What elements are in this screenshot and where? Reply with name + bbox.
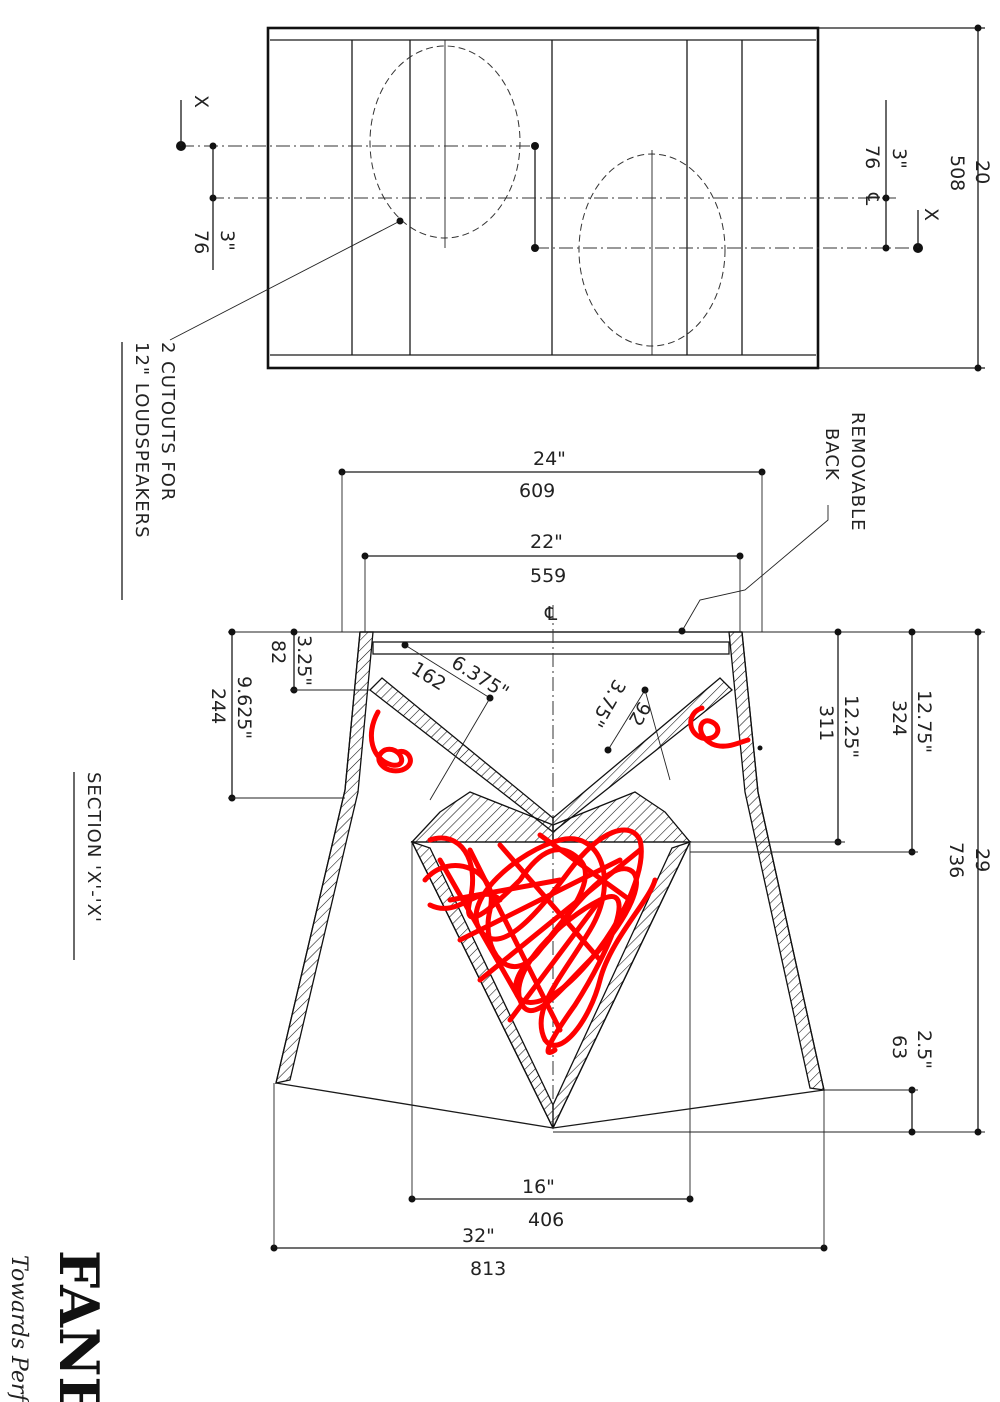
section-marker-right: X xyxy=(920,208,942,221)
outer-top-dim-mm: 609 xyxy=(519,480,555,502)
cutouts-label-line2: 12" LOUDSPEAKERS xyxy=(131,342,152,539)
brand-logo: FANE Towards Perfection xyxy=(6,1250,111,1402)
offset-dim-mm-left: 76 xyxy=(190,230,212,254)
d1-dim-in: 12.75" xyxy=(913,690,935,753)
inner-top-dim-mm: 559 xyxy=(530,565,566,587)
top-view-outline xyxy=(266,26,820,370)
removable-back-panel xyxy=(372,641,730,655)
d5-dim-in: 9.625" xyxy=(233,676,255,739)
depth-dim-mm: 736 xyxy=(945,842,967,878)
d7-dim-in: 3.75" xyxy=(585,676,630,731)
d1-dim-mm: 324 xyxy=(888,700,910,736)
base-dim-in: 32" xyxy=(462,1225,495,1247)
d3-dim-mm: 63 xyxy=(888,1035,910,1059)
inner-base-dim-in: 16" xyxy=(522,1176,555,1198)
d4-dim-in: 3.25" xyxy=(293,635,315,686)
d4-dim-mm: 82 xyxy=(267,640,289,664)
cutouts-label-line1: 2 CUTOUTS FOR xyxy=(157,342,178,501)
red-scribble-annotations xyxy=(368,705,763,1056)
inner-top-dim-in: 22" xyxy=(530,531,563,553)
top-view: X X 20 508 3" 76 ℄ 3" 76 2 CUTOUTS FOR 1… xyxy=(121,24,993,600)
d2-dim-in: 12.25" xyxy=(840,695,862,758)
offset-dim-in-left: 3" xyxy=(216,230,238,251)
inner-base-dim-mm: 406 xyxy=(528,1209,564,1231)
outer-top-dim-in: 24" xyxy=(533,448,566,470)
offset-dim-mm-right: 76 xyxy=(861,145,883,169)
section-marker-left: X xyxy=(190,95,212,108)
brand-tagline: Towards Perfection xyxy=(6,1255,31,1402)
depth-dim-in: 29 xyxy=(971,848,993,872)
top-centre-symbol: ℄ xyxy=(861,192,883,206)
d2-dim-mm: 311 xyxy=(815,705,837,741)
section-title: SECTION 'X'-'X' xyxy=(83,772,104,923)
offset-dim-in-right: 3" xyxy=(888,148,910,169)
section-view: 24" 609 22" 559 ℄ 16" 406 32" 813 29 736… xyxy=(73,412,993,1280)
d3-dim-in: 2.5" xyxy=(913,1030,935,1069)
section-centre-symbol: ℄ xyxy=(544,603,558,625)
d5-dim-mm: 244 xyxy=(207,688,229,724)
brand-logo-text: FANE xyxy=(47,1250,111,1402)
removable-label-line2: BACK xyxy=(821,428,842,481)
d7-dim-mm: 92 xyxy=(624,698,655,730)
removable-label-line1: REMOVABLE xyxy=(847,412,868,532)
width-dim-mm: 508 xyxy=(946,155,968,191)
base-dim-mm: 813 xyxy=(470,1258,506,1280)
width-dim-in: 20 xyxy=(971,160,993,184)
d6-dim-mm: 162 xyxy=(407,658,449,696)
